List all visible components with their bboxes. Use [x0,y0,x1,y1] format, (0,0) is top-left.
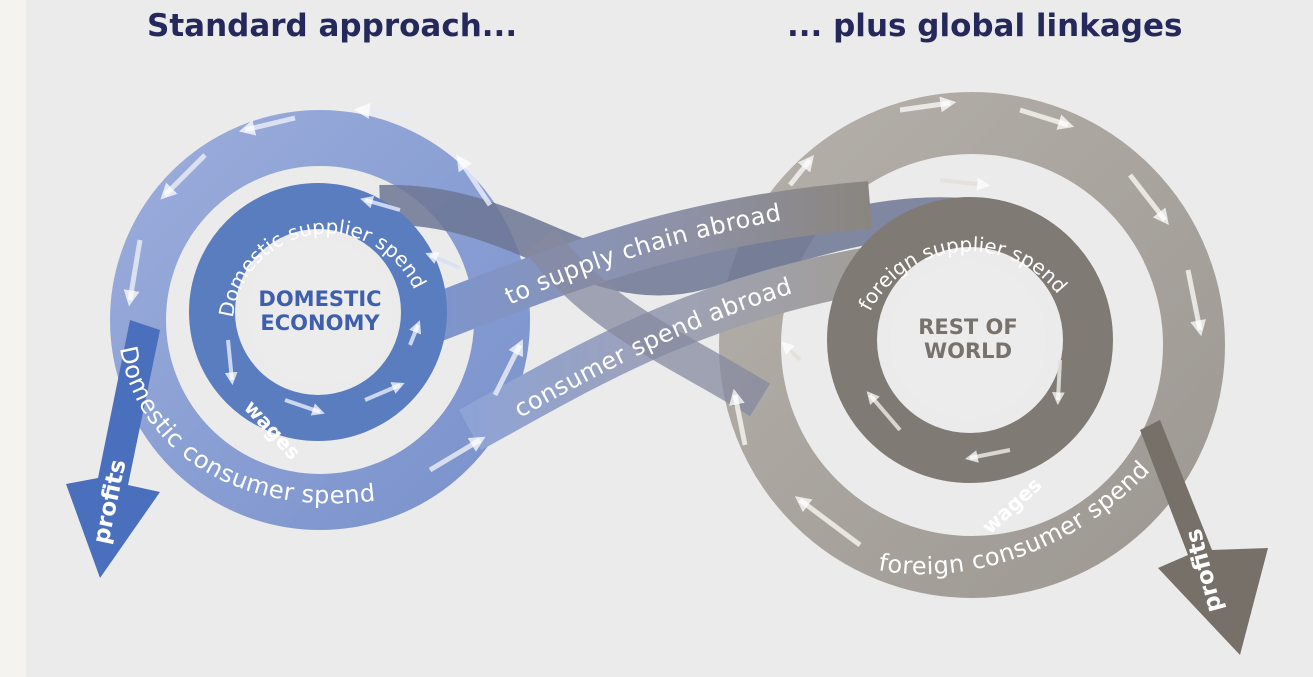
heading-global-linkages: ... plus global linkages [787,8,1183,44]
domestic-inner-ring [189,183,447,441]
foreign-profits-arrow [1140,420,1268,655]
domestic-profits-arrow [66,320,160,578]
domestic-economy-hub [248,240,392,384]
foreign-hub-label-line2: WORLD [924,339,1012,363]
domestic-hub-label-line1: DOMESTIC [258,287,381,311]
domestic-hub-label-line2: ECONOMY [260,311,380,335]
foreign-outer-arrows [729,96,1206,547]
foreign-inner-arrows [781,177,1065,463]
foreign-outer-loop [719,92,1225,598]
domestic-outer-arrows [123,102,523,473]
supply-chain-abroad-band [421,181,872,343]
domestic-inner-arrows [224,195,461,416]
domestic-outer-loop [110,110,530,530]
cross-flow-band [524,228,771,417]
foreign-hub-label-line1: REST OF [918,315,1017,339]
rest-of-world-hub [890,262,1046,418]
heading-standard-approach: Standard approach... [147,8,518,44]
